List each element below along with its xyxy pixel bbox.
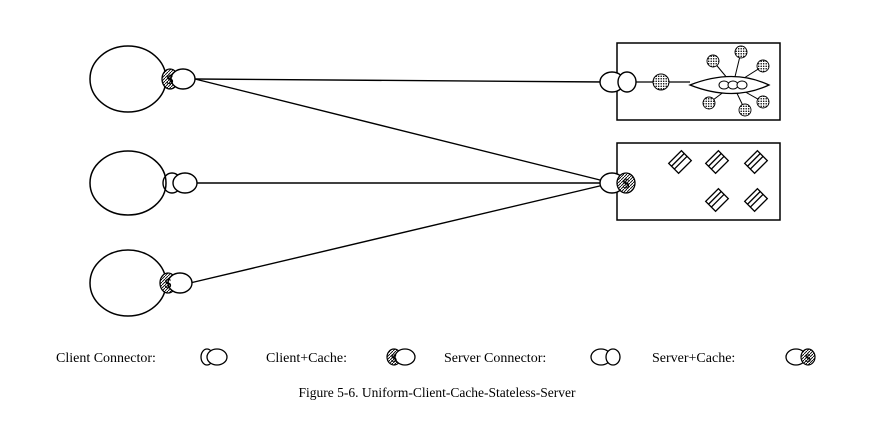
server-connector: [599, 71, 637, 93]
client-component: [89, 150, 167, 216]
legend-server-cache-label: Server+Cache:: [652, 351, 735, 366]
legend-server-cache-icon: $: [785, 348, 816, 366]
connection-client1-server2: [194, 78, 609, 183]
client-cache-connector: $: [159, 272, 193, 294]
legend-server-connector-icon: [590, 348, 621, 366]
resource-node-icon: [652, 73, 670, 91]
figure-caption: Figure 5-6. Uniform-Client-Cache-Statele…: [298, 385, 576, 400]
connection-client1-server1: [194, 78, 607, 83]
cache-dollar-icon: $: [167, 73, 174, 88]
client-node-3: $: [89, 249, 193, 317]
svg-text:$: $: [805, 351, 811, 365]
legend-client-cache-icon: $: [386, 348, 416, 366]
server-node-2: $: [599, 142, 781, 221]
client-component: [89, 249, 167, 317]
cache-dollar-icon: $: [165, 277, 172, 292]
client-node-1: $: [89, 45, 196, 113]
client-connector: [162, 172, 198, 194]
cache-dollar-icon: $: [623, 177, 630, 192]
server-cache-connector: $: [599, 172, 636, 194]
server-node-1: [599, 42, 781, 121]
client-cache-connector: $: [161, 68, 196, 90]
legend-client-connector-icon: [200, 348, 228, 366]
client-node-2: [89, 150, 198, 216]
legend-client-connector-label: Client Connector:: [56, 351, 156, 366]
legend: Client Connector: Client+Cache: $ Server…: [56, 348, 816, 366]
svg-text:$: $: [391, 351, 397, 365]
connection-client3-server2: [189, 183, 609, 284]
documents-icon: [667, 149, 769, 213]
legend-server-connector-label: Server Connector:: [444, 351, 546, 366]
connection-lines: [189, 78, 609, 284]
client-component: [89, 45, 167, 113]
legend-client-cache-label: Client+Cache:: [266, 351, 347, 366]
orb-objects-icon: [688, 45, 771, 117]
